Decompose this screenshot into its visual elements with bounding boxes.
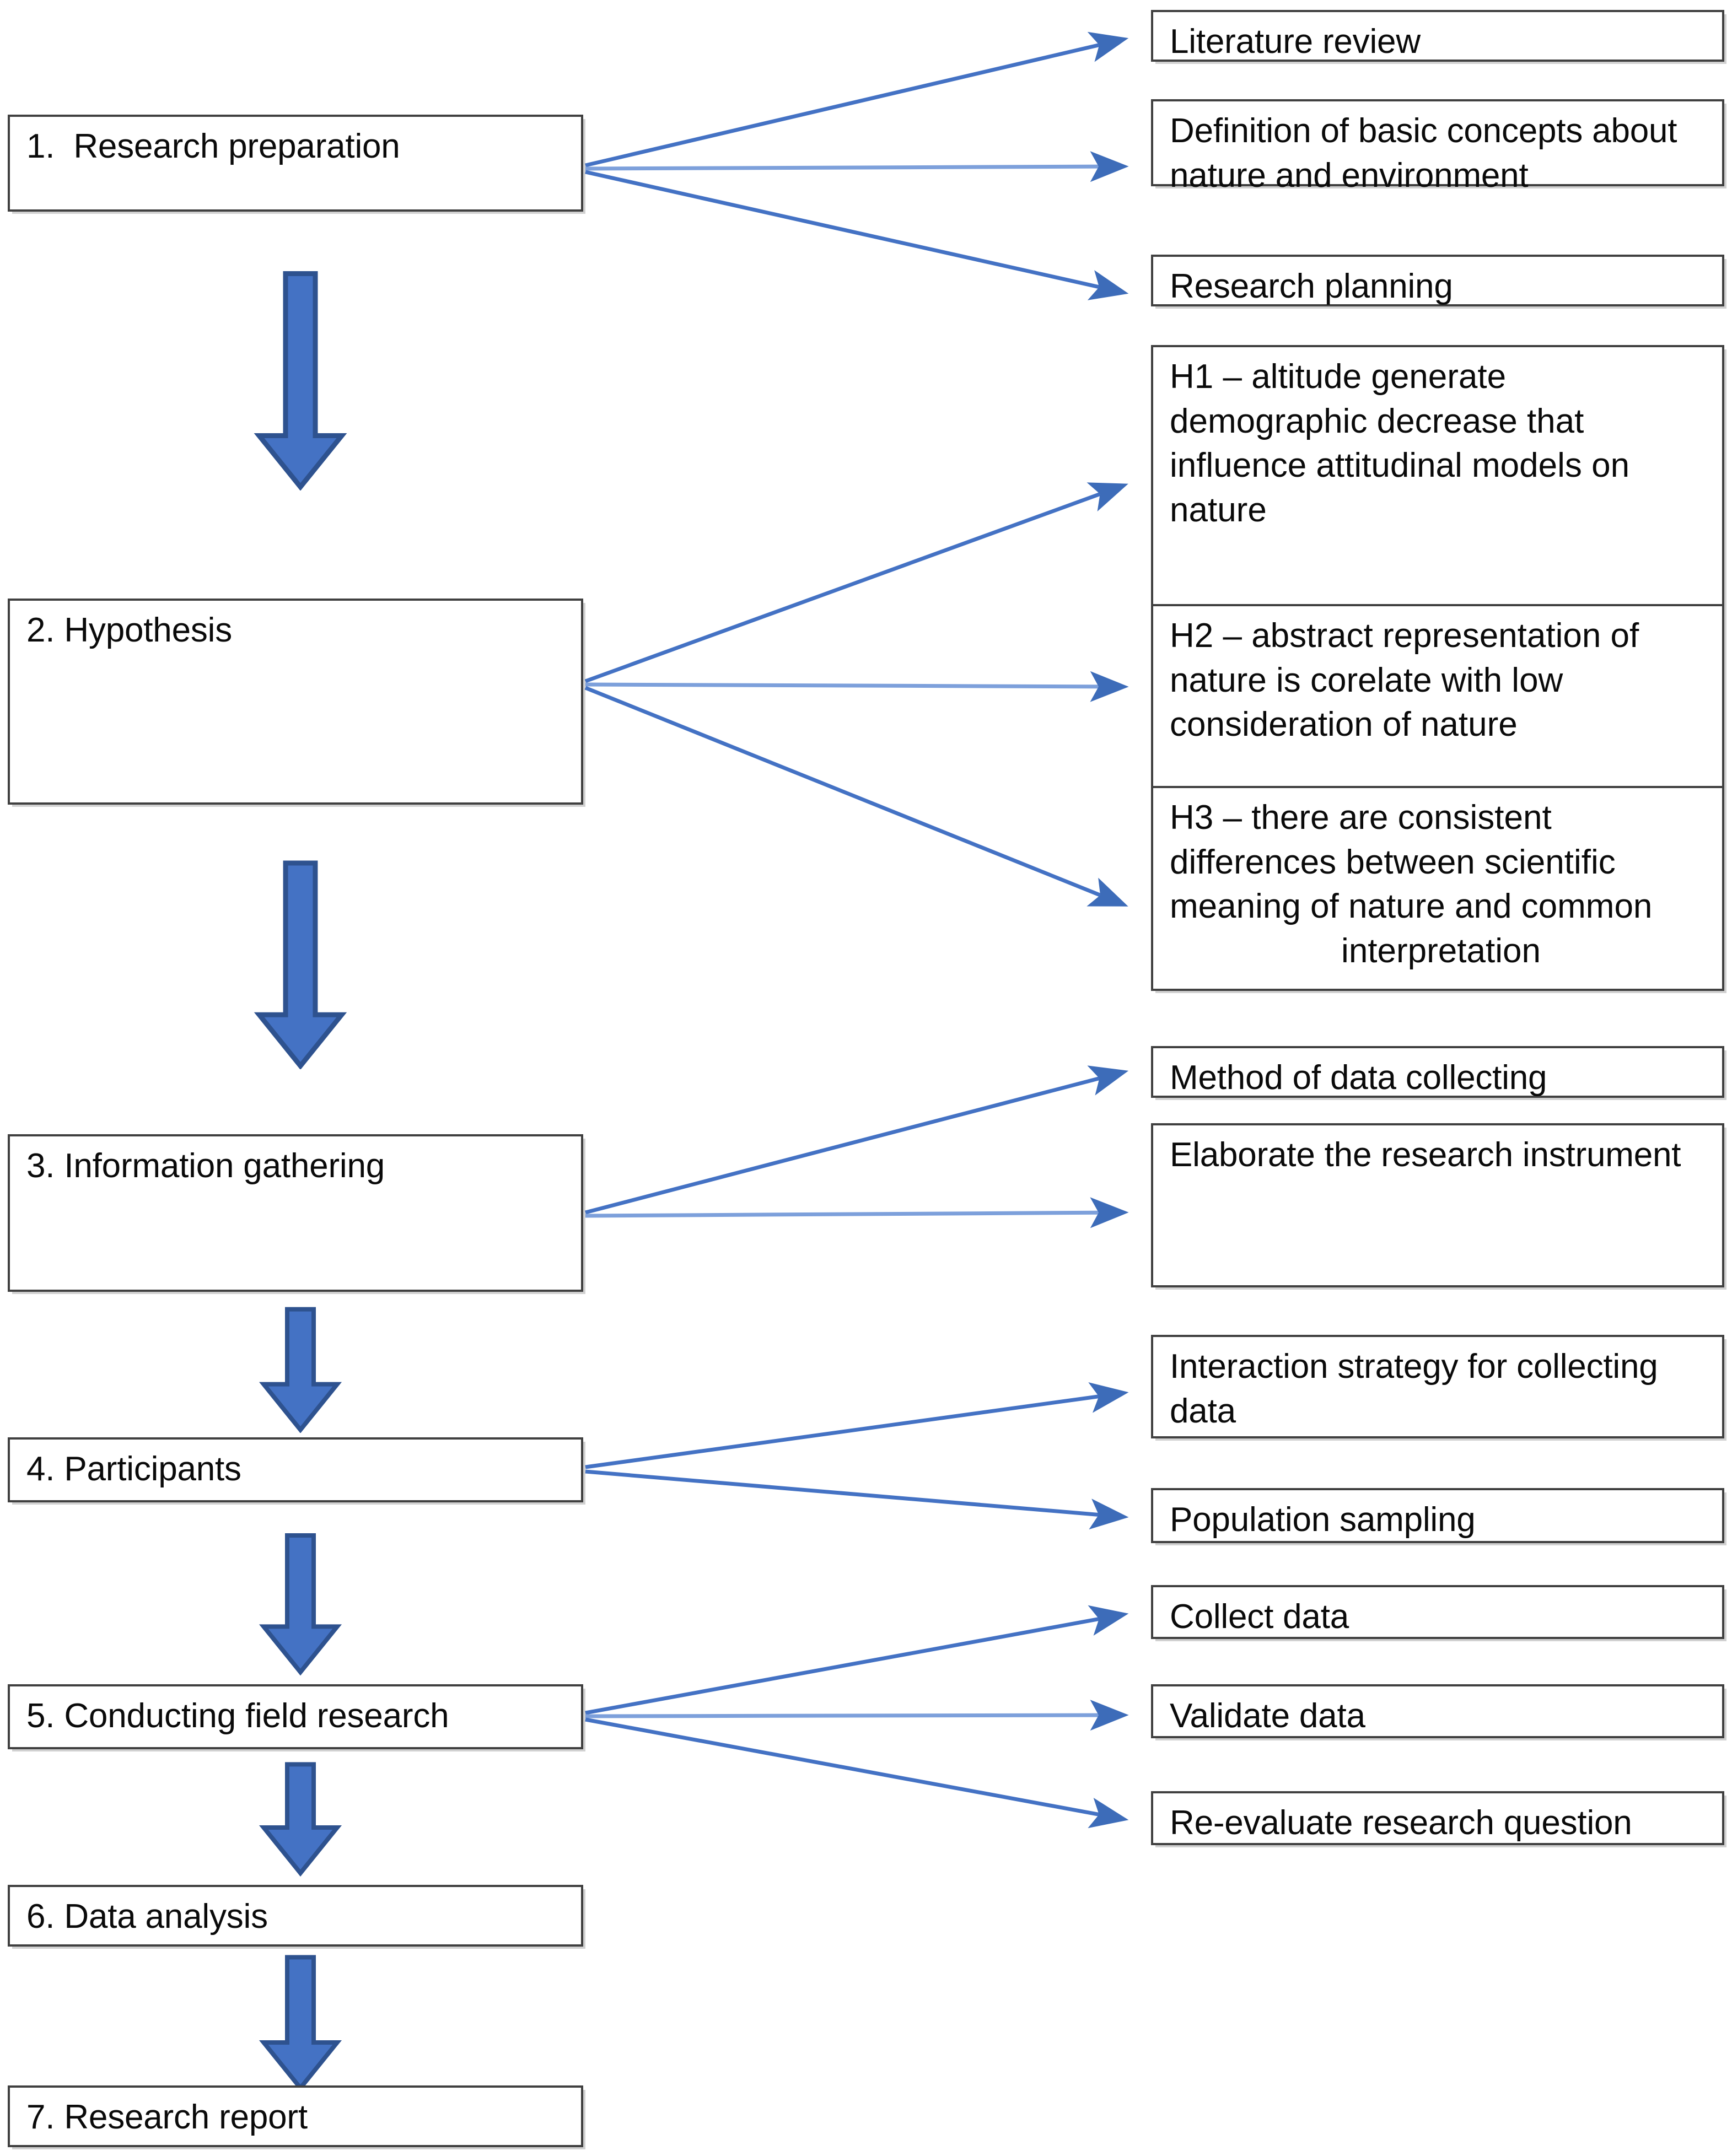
- output-box-label: Collect data: [1170, 1598, 1349, 1636]
- stage-box-label: 6. Data analysis: [26, 1898, 268, 1936]
- stage-box-label: 5. Conducting field research: [26, 1697, 449, 1735]
- hypothesis-label: H1 – altitude generate demographic decre…: [1170, 358, 1639, 529]
- flow-arrow-4-to-5: [259, 1533, 342, 1675]
- stage-box-label: 2. Hypothesis: [26, 611, 233, 649]
- output-box-label: Interaction strategy for collecting data: [1170, 1348, 1668, 1430]
- hypothesis-box-h3[interactable]: H3 – there are consistent differences be…: [1153, 786, 1722, 989]
- connector-stage2-to-h3: [584, 686, 1128, 907]
- connector-stage5-to-validate-data: [585, 1700, 1129, 1731]
- output-box-collect-data[interactable]: Collect data: [1151, 1585, 1724, 1639]
- flow-arrow-5-to-6: [259, 1762, 342, 1877]
- output-box-basic-concepts[interactable]: Definition of basic concepts about natur…: [1151, 99, 1724, 195]
- output-box-label: Population sampling: [1170, 1501, 1476, 1539]
- stage-box-label: 7. Research report: [26, 2098, 308, 2136]
- stage-box-information-gathering[interactable]: 3. Information gathering: [8, 1134, 583, 1292]
- output-box-label: Re-evaluate research question: [1170, 1804, 1632, 1842]
- output-box-label: Elaborate the research instrument: [1170, 1136, 1681, 1174]
- connector-stage2-to-h2: [585, 671, 1129, 702]
- output-box-label: Literature review: [1170, 23, 1421, 61]
- output-box-method-of-data-collecting[interactable]: Method of data collecting: [1151, 1046, 1724, 1098]
- hypothesis-label: H2 – abstract representation of nature i…: [1170, 617, 1649, 744]
- hypothesis-box-h1[interactable]: H1 – altitude generate demographic decre…: [1153, 347, 1722, 604]
- stage-box-research-preparation[interactable]: 1. Research preparation: [8, 115, 583, 212]
- flow-arrow-1-to-2: [254, 271, 347, 491]
- output-box-label: Method of data collecting: [1170, 1059, 1547, 1097]
- connector-stage3-to-elaborate-research-instrument: [585, 1197, 1129, 1228]
- stage-box-research-report[interactable]: 7. Research report: [8, 2085, 583, 2147]
- connector-stage4-to-population-sampling: [585, 1469, 1129, 1530]
- hypothesis-h3-body: H3 – there are consistent differences be…: [1170, 799, 1653, 926]
- output-box-elaborate-research-instrument[interactable]: Elaborate the research instrument: [1151, 1123, 1724, 1287]
- output-box-re-evaluate-research-question[interactable]: Re-evaluate research question: [1151, 1791, 1724, 1845]
- connector-stage1-to-literature-review: [585, 31, 1129, 168]
- connector-stage5-to-re-evaluate-research-question: [585, 1717, 1129, 1829]
- output-box-validate-data[interactable]: Validate data: [1151, 1684, 1724, 1738]
- output-box-label: Definition of basic concepts about natur…: [1170, 112, 1687, 195]
- output-box-label: Validate data: [1170, 1697, 1365, 1735]
- connector-stage2-to-h1: [584, 482, 1128, 683]
- connector-stage1-to-basic-concepts: [585, 151, 1129, 182]
- stage-box-label: 1. Research preparation: [26, 127, 400, 165]
- stage-box-label: 4. Participants: [26, 1450, 241, 1488]
- hypothesis-h3-tail: interpretation: [1341, 931, 1541, 970]
- flow-arrow-2-to-3: [254, 860, 347, 1069]
- stage-box-data-analysis[interactable]: 6. Data analysis: [8, 1885, 583, 1947]
- output-box-label: Research planning: [1170, 267, 1453, 305]
- connector-stage3-to-method-of-data-collecting: [585, 1065, 1129, 1215]
- hypothesis-label: H3 – there are consistent differences be…: [1170, 796, 1712, 973]
- output-box-interaction-strategy[interactable]: Interaction strategy for collecting data: [1151, 1335, 1724, 1438]
- connector-stage5-to-collect-data: [585, 1605, 1129, 1715]
- output-box-research-planning[interactable]: Research planning: [1151, 255, 1724, 306]
- flow-arrow-6-to-7: [259, 1955, 342, 2092]
- stage-box-hypothesis[interactable]: 2. Hypothesis: [8, 599, 583, 805]
- connector-stage1-to-research-planning: [585, 170, 1129, 300]
- stage-box-conducting-field-research[interactable]: 5. Conducting field research: [8, 1684, 583, 1749]
- flow-arrow-3-to-4: [259, 1307, 342, 1433]
- stage-box-participants[interactable]: 4. Participants: [8, 1437, 583, 1502]
- output-box-literature-review[interactable]: Literature review: [1151, 10, 1724, 62]
- output-box-population-sampling[interactable]: Population sampling: [1151, 1488, 1724, 1543]
- connector-stage4-to-interaction-strategy: [585, 1382, 1129, 1469]
- stage-box-label: 3. Information gathering: [26, 1147, 385, 1185]
- hypotheses-stack: H1 – altitude generate demographic decre…: [1151, 345, 1724, 991]
- hypothesis-box-h2[interactable]: H2 – abstract representation of nature i…: [1153, 604, 1722, 786]
